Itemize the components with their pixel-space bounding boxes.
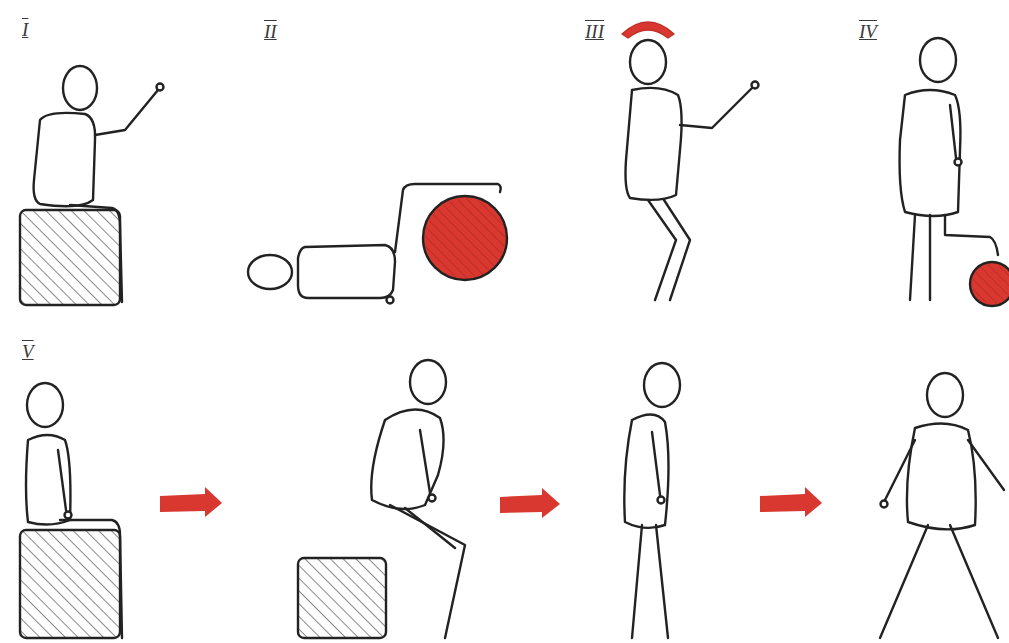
sketch-stroke bbox=[881, 501, 888, 508]
sketch-stroke bbox=[20, 210, 120, 305]
standing-figure bbox=[624, 363, 680, 638]
sketch-stroke bbox=[395, 184, 501, 252]
sketch-stroke bbox=[945, 215, 998, 255]
sketch-stroke bbox=[880, 525, 928, 638]
sketch-stroke bbox=[34, 113, 95, 206]
sketch-stroke bbox=[298, 245, 395, 298]
sketch-stroke bbox=[298, 558, 386, 638]
panel-number: III bbox=[585, 22, 604, 41]
lying-figure bbox=[248, 184, 507, 304]
sketch-stroke bbox=[95, 90, 158, 135]
sketch-stroke bbox=[63, 66, 97, 110]
sketch-stroke bbox=[410, 360, 446, 404]
sketch-stroke bbox=[658, 497, 665, 504]
sketch-stroke bbox=[65, 512, 72, 519]
panel-number: II bbox=[264, 22, 277, 41]
sketch-stroke bbox=[927, 373, 963, 417]
sketch-stroke bbox=[970, 262, 1009, 306]
sketch-stroke bbox=[425, 198, 505, 278]
seated-figure bbox=[20, 66, 164, 305]
sequence-arrow bbox=[760, 487, 822, 517]
sketch-stroke bbox=[157, 84, 164, 91]
sketch-stroke bbox=[950, 105, 956, 158]
sketch-stroke bbox=[680, 88, 752, 128]
sketch-stroke bbox=[632, 525, 642, 638]
sketch-stroke bbox=[910, 215, 915, 300]
sketch-stroke bbox=[70, 205, 122, 302]
sketch-stroke bbox=[652, 432, 660, 495]
sketch-stroke bbox=[624, 414, 668, 527]
sketch-stroke bbox=[387, 297, 394, 304]
sketch-stroke bbox=[429, 495, 436, 502]
sketch-stroke bbox=[900, 90, 961, 216]
sketch-stroke bbox=[58, 450, 66, 510]
sketch-stroke bbox=[920, 38, 956, 82]
sketch-stroke bbox=[907, 423, 976, 529]
sketch-stroke bbox=[405, 508, 455, 548]
sketch-stroke bbox=[60, 520, 122, 638]
sketch-stroke bbox=[371, 409, 443, 509]
panel-number: V bbox=[22, 342, 34, 361]
sketch-stroke bbox=[972, 264, 1009, 304]
sketch-stroke bbox=[648, 200, 676, 300]
sketch-stroke bbox=[20, 22, 1009, 638]
panel-number: I bbox=[22, 20, 28, 39]
sketch-stroke bbox=[885, 440, 915, 500]
sketch-stroke bbox=[630, 40, 666, 84]
panel-number: IV bbox=[859, 22, 877, 41]
figure-foot-on-ball bbox=[900, 38, 1009, 306]
sketch-stroke bbox=[390, 505, 465, 638]
sequence-arrow bbox=[160, 487, 222, 517]
sketch-stroke bbox=[656, 525, 668, 638]
sketch-stroke bbox=[644, 363, 680, 407]
sketch-stroke bbox=[626, 88, 682, 200]
seated-figure bbox=[20, 383, 122, 638]
walking-figure bbox=[880, 373, 1004, 638]
sketch-stroke bbox=[950, 525, 998, 638]
sketch-stroke bbox=[955, 159, 962, 166]
sketch-stroke bbox=[27, 383, 63, 427]
sketch-stroke bbox=[752, 82, 759, 89]
sketch-stroke bbox=[20, 530, 120, 638]
sketch-stroke bbox=[248, 255, 292, 289]
rising-figure bbox=[298, 360, 465, 638]
sequence-arrow bbox=[500, 488, 560, 518]
sketch-stroke bbox=[622, 22, 674, 38]
sketch-stroke bbox=[423, 196, 507, 280]
sketch-stroke bbox=[968, 440, 1004, 490]
sketch-stroke bbox=[26, 435, 70, 525]
standing-figure-arc bbox=[622, 22, 759, 300]
sketch-stroke bbox=[664, 200, 690, 300]
sketch-stroke bbox=[420, 430, 430, 493]
sketch-stroke bbox=[929, 215, 931, 300]
sketch-stroke bbox=[160, 487, 822, 518]
